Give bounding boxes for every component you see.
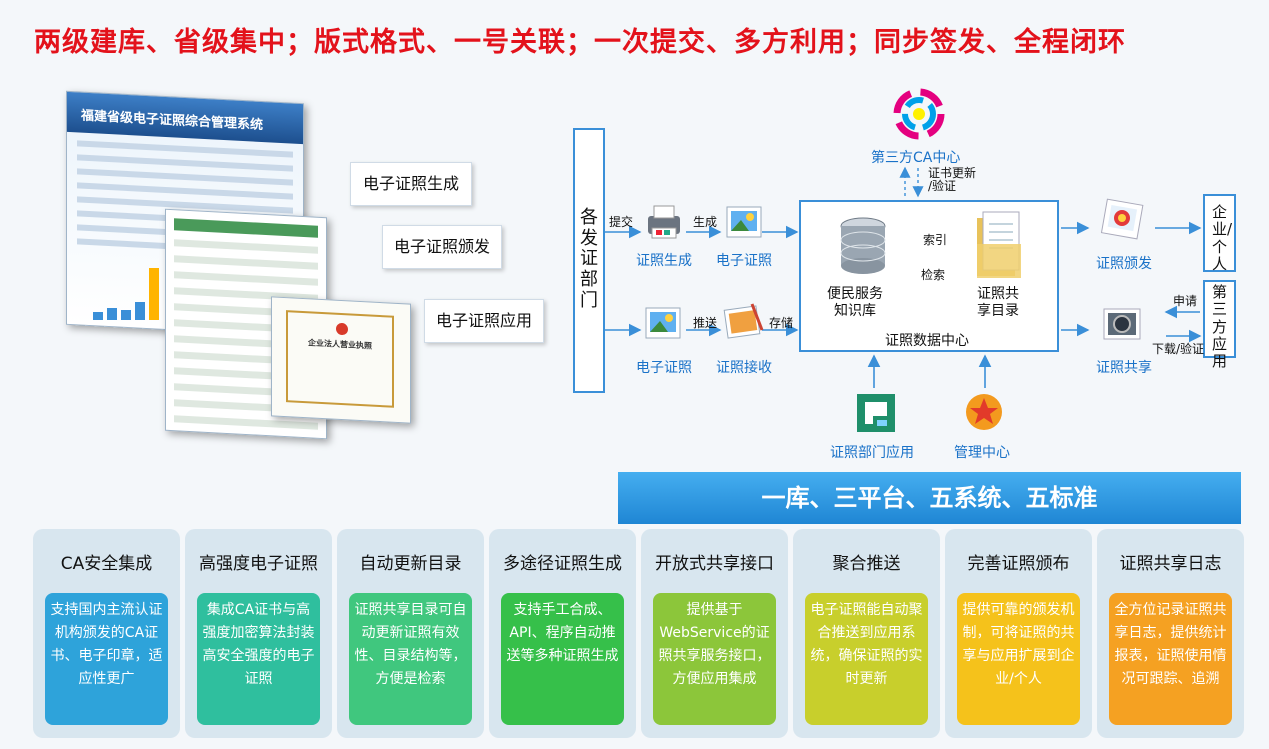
feature-card-body: 电子证照能自动聚合推送到应用系统，确保证照的实时更新 — [805, 593, 928, 725]
feature-card-body: 全方位记录证照共享日志，提供统计报表，证照使用情况可跟踪、追溯 — [1109, 593, 1232, 725]
cert-gen-label: 证照生成 — [636, 253, 692, 269]
feature-card-body: 支持手工合成、API、程序自动推送等多种证照生成 — [501, 593, 624, 725]
issuing-departments-label: 各发证部门 — [580, 207, 598, 311]
ca-center-label: 第三方CA中心 — [871, 150, 961, 166]
cert-update-label: 证书更新 /验证 — [928, 166, 977, 193]
feature-card: 多途径证照生成支持手工合成、API、程序自动推送等多种证照生成 — [489, 529, 636, 738]
feature-card: CA安全集成支持国内主流认证机构颁发的CA证书、电子印章，适应性更广 — [33, 529, 180, 738]
bar-chart-thumbnail — [93, 260, 168, 320]
feature-card-title: 开放式共享接口 — [655, 554, 774, 574]
feature-card-body: 支持国内主流认证机构颁发的CA证书、电子印章，适应性更广 — [45, 593, 168, 725]
cert-share-label: 证照共享 — [1096, 360, 1152, 376]
tag-cert-generate: 电子证照生成 — [350, 162, 472, 206]
issue-photo-icon — [1100, 198, 1144, 240]
enterprise-individual-box: 企业/个人 — [1203, 194, 1236, 272]
apply-label: 申请 — [1173, 294, 1198, 308]
feature-card-title: 聚合推送 — [832, 554, 901, 574]
mgmt-center-icon — [966, 394, 1002, 430]
push-label: 推送 — [693, 316, 718, 330]
tag-cert-issue: 电子证照颁发 — [382, 225, 502, 269]
enterprise-individual-label: 企业/个人 — [1212, 203, 1233, 273]
shared-catalog-label: 证照共 享目录 — [977, 286, 1019, 319]
dept-app-icon — [857, 394, 895, 432]
feature-card-title: 高强度电子证照 — [199, 554, 318, 574]
data-center-label: 证照数据中心 — [885, 333, 969, 349]
feature-card-body: 集成CA证书与高强度加密算法封装高安全强度的电子证照 — [197, 593, 320, 725]
printer-icon — [648, 205, 680, 239]
feature-card: 高强度电子证照集成CA证书与高强度加密算法封装高安全强度的电子证照 — [185, 529, 332, 738]
database-icon — [840, 217, 886, 274]
cert-issue-label: 证照颁发 — [1096, 256, 1152, 272]
feature-card-title: 完善证照颁布 — [967, 554, 1070, 574]
cert-receive-label: 证照接收 — [716, 360, 772, 376]
feature-card-title: 证照共享日志 — [1119, 554, 1222, 574]
feature-card: 自动更新目录证照共享目录可自动更新证照有效性、目录结构等，方便是检索 — [337, 529, 484, 738]
e-cert-icon-top — [726, 206, 762, 238]
tag-cert-apply: 电子证照应用 — [424, 299, 544, 343]
camera-icon — [1103, 308, 1141, 340]
submit-label: 提交 — [609, 215, 634, 229]
e-cert-icon-bottom — [645, 307, 681, 339]
receive-icon — [723, 303, 764, 339]
third-party-app-box: 第三方应用 — [1203, 280, 1236, 370]
feature-card-title: 自动更新目录 — [359, 554, 462, 574]
feature-card-body: 证照共享目录可自动更新证照有效性、目录结构等，方便是检索 — [349, 593, 472, 725]
feature-card: 开放式共享接口提供基于WebService的证照共享服务接口，方便应用集成 — [641, 529, 788, 738]
issuing-departments-box: 各发证部门 — [573, 128, 605, 393]
feature-card: 完善证照颁布提供可靠的颁发机制，可将证照的共享与应用扩展到企业/个人 — [945, 529, 1092, 738]
generate-arrow-label: 生成 — [693, 215, 718, 229]
feature-card: 聚合推送电子证照能自动聚合推送到应用系统，确保证照的实时更新 — [793, 529, 940, 738]
data-center-box: 索引 检索 便民服务 知识库 证照共 享目录 证照数据中心 — [799, 200, 1059, 352]
folder-catalog-icon — [977, 211, 1021, 278]
feature-card-body: 提供可靠的颁发机制，可将证照的共享与应用扩展到企业/个人 — [957, 593, 1080, 725]
feature-card-body: 提供基于WebService的证照共享服务接口，方便应用集成 — [653, 593, 776, 725]
e-cert-top-label: 电子证照 — [716, 253, 772, 269]
headline: 两级建库、省级集中；版式格式、一号关联；一次提交、多方利用；同步签发、全程闭环 — [34, 27, 1126, 58]
mgmt-center-label: 管理中心 — [954, 445, 1010, 461]
search-label: 检索 — [921, 268, 946, 282]
e-cert-bottom-label: 电子证照 — [636, 360, 692, 376]
download-verify-label: 下载/验证 — [1152, 342, 1205, 356]
feature-card: 证照共享日志全方位记录证照共享日志，提供统计报表，证照使用情况可跟踪、追溯 — [1097, 529, 1244, 738]
feature-card-title: CA安全集成 — [60, 554, 153, 574]
feature-card-title: 多途径证照生成 — [503, 554, 622, 574]
index-label: 索引 — [923, 233, 948, 247]
knowledge-base-label: 便民服务 知识库 — [827, 286, 883, 319]
third-party-app-label: 第三方应用 — [1212, 283, 1228, 370]
summary-banner: 一库、三平台、五系统、五标准 — [618, 472, 1241, 524]
ca-logo-icon — [893, 88, 945, 140]
dept-app-label: 证照部门应用 — [830, 445, 914, 461]
store-label: 存储 — [769, 316, 794, 330]
